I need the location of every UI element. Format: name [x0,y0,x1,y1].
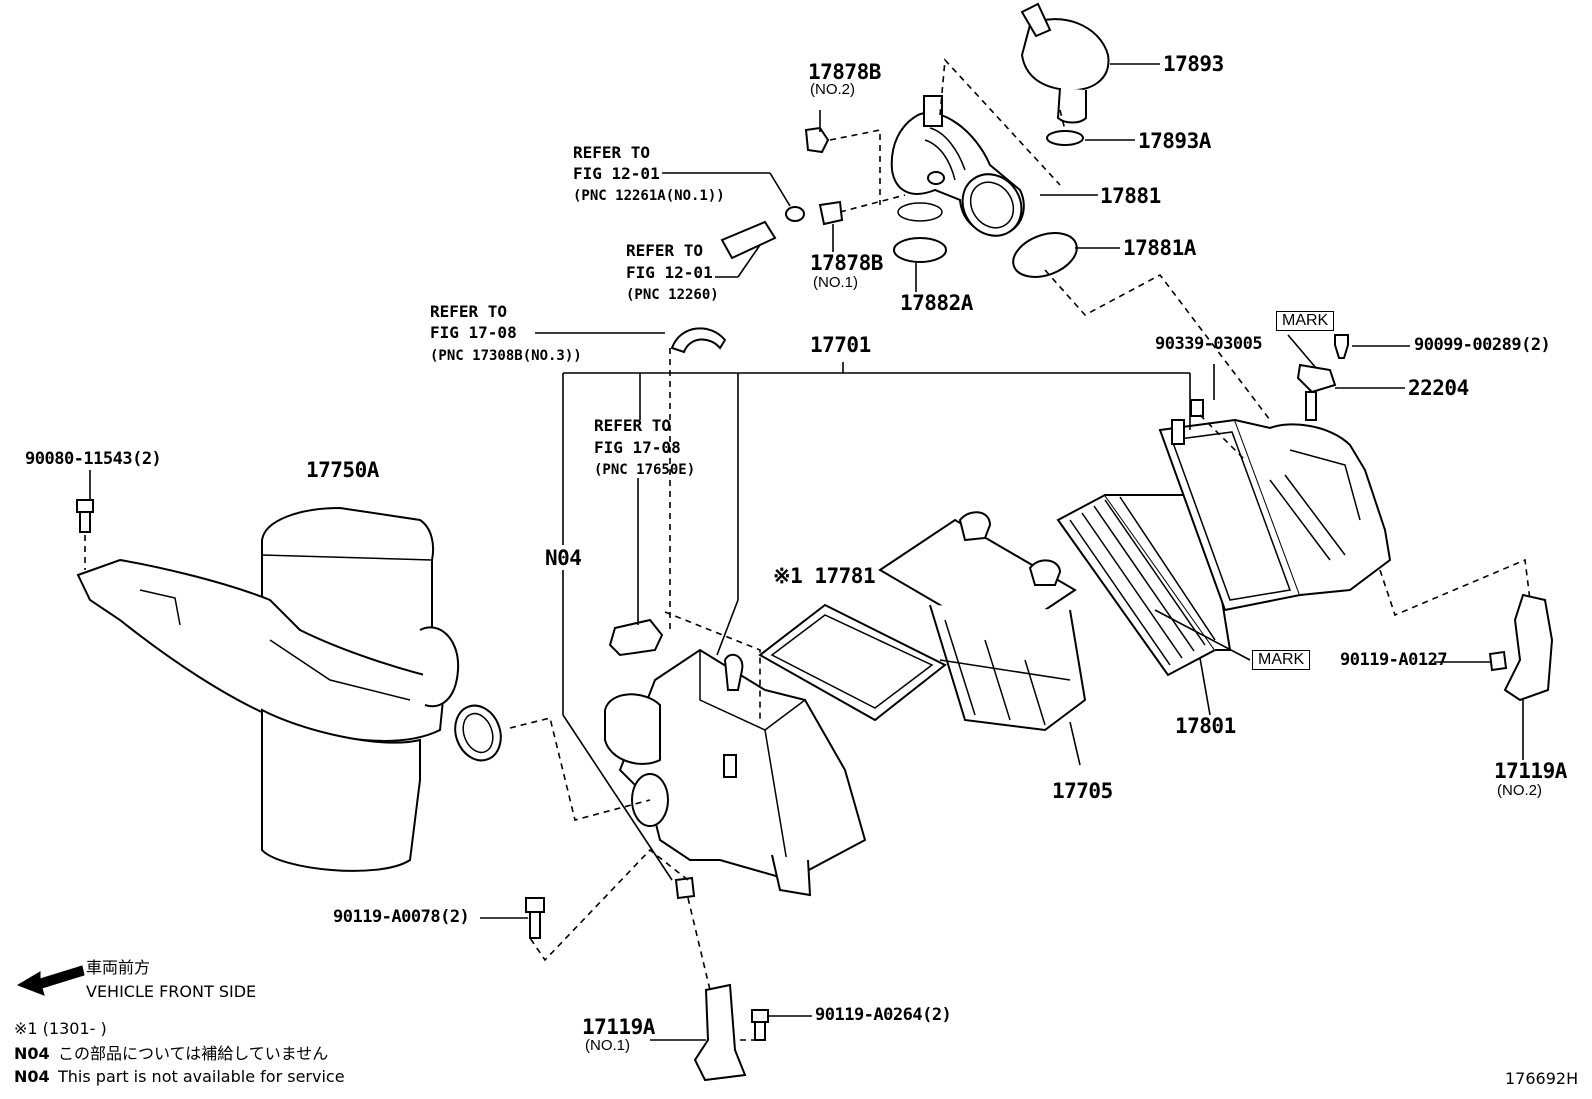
lower-case-illustration [604,648,867,897]
sensor-22204-illustration [1296,363,1337,421]
part-number-17881A[interactable]: 17881A [1123,236,1196,260]
hose-17881-illustration [890,95,1025,237]
fitting-17878B-no2-illustration [804,126,830,154]
refer-17308B-line1: REFER TO [430,302,508,321]
bolt-90119-A0264-illustration [751,1009,769,1041]
mark-label-top: MARK [1276,311,1335,331]
part-number-17893A[interactable]: 17893A [1138,129,1211,153]
refer-17650E-line2[interactable]: FIG 17-08 [594,438,681,457]
clamp-12261A-illustration [785,206,805,222]
qualifier-no2-bracket: (NO.2) [1497,782,1542,799]
refer-12260-line3: (PNC 12260) [626,287,719,303]
grid-17705-illustration [878,511,1087,732]
footnote-1: ※1 (1301- ) [14,1019,107,1038]
valve-17650E-illustration [608,618,664,657]
front-side-label-en: VEHICLE FRONT SIDE [86,982,257,1001]
part-number-17701[interactable]: 17701 [810,333,871,357]
part-number-90080-11543[interactable]: 90080-11543(2) [25,449,162,469]
refer-12260-line1: REFER TO [626,241,704,260]
refer-17308B-line3: (PNC 17308B(NO.3)) [430,348,582,364]
bolt-90080-illustration [76,499,94,533]
n04-tag[interactable]: N04 [545,546,582,570]
upper-case-illustration [1158,418,1392,612]
part-number-17893[interactable]: 17893 [1163,52,1224,76]
refer-12261A-line2[interactable]: FIG 12-01 [573,164,660,183]
bracket-17119A-no2-illustration [1503,593,1554,702]
hose-12260-illustration [720,220,777,260]
resonator-17893-illustration [1020,2,1110,124]
bracket-17119A-no1-illustration [693,983,747,1082]
refer-17308B-line2[interactable]: FIG 17-08 [430,323,517,342]
part-number-90339-03005[interactable]: 90339-03005 [1155,334,1263,354]
refer-17650E-line3: (PNC 17650E) [594,462,696,478]
note-code-en: N04 [14,1067,50,1086]
part-number-17705[interactable]: 17705 [1052,779,1113,803]
part-number-90099-00289[interactable]: 90099-00289(2) [1414,335,1551,355]
refer-12261A-line1: REFER TO [573,143,651,162]
leader-lines [89,63,1524,1041]
intake-17750A-illustration [76,506,502,872]
mark-label-bottom: MARK [1252,650,1311,670]
bolt-90119-A0127-illustration [1488,650,1508,672]
note-code-jp: N04 [14,1044,50,1063]
refer-12260-line2[interactable]: FIG 12-01 [626,263,713,282]
part-number-17881[interactable]: 17881 [1100,184,1161,208]
part-number-17781[interactable]: ※1 17781 [773,564,876,588]
qualifier-no1-bracket: (NO.1) [585,1037,630,1054]
qualifier-no2: (NO.2) [810,81,855,98]
pin-90339-illustration [1190,399,1204,417]
qualifier-no1: (NO.1) [813,274,858,291]
clamp-17893A-illustration [1046,130,1084,146]
screw-90099-illustration [1334,334,1349,359]
part-number-90119-A0078[interactable]: 90119-A0078(2) [333,907,470,927]
clamp-17881A-illustration [1012,232,1078,278]
part-number-17882A[interactable]: 17882A [900,291,973,315]
front-arrow-icon [16,965,85,996]
front-side-label-jp: 車両前方 [86,958,151,977]
clamp-17882A-illustration [893,237,947,263]
refer-12261A-line3: (PNC 12261A(NO.1)) [573,188,725,204]
note-not-available-jp: この部品については補給していません [58,1044,329,1063]
fitting-17878B-no1-illustration [818,200,844,226]
figure-id: 176692H [1505,1069,1579,1088]
part-number-90119-A0264[interactable]: 90119-A0264(2) [815,1005,952,1025]
part-number-17119A-no2[interactable]: 17119A [1494,759,1567,783]
part-number-17801[interactable]: 17801 [1175,714,1236,738]
hose-17308B-illustration [670,327,727,354]
part-number-17119A-no1[interactable]: 17119A [582,1015,655,1039]
note-not-available-en: This part is not available for service [58,1067,345,1086]
dashed-lines [84,58,1531,1041]
gasket-17781-illustration [758,603,947,722]
part-number-22204[interactable]: 22204 [1408,376,1469,400]
refer-17650E-line1: REFER TO [594,416,672,435]
part-number-17878B-no1[interactable]: 17878B [810,251,883,275]
part-number-17750A[interactable]: 17750A [306,458,379,482]
bolt-90119-A0078-illustration [525,897,545,939]
part-number-17878B-no2[interactable]: 17878B [808,60,881,84]
part-number-90119-A0127[interactable]: 90119-A0127 [1340,650,1448,670]
grommet-illustration [674,876,696,900]
